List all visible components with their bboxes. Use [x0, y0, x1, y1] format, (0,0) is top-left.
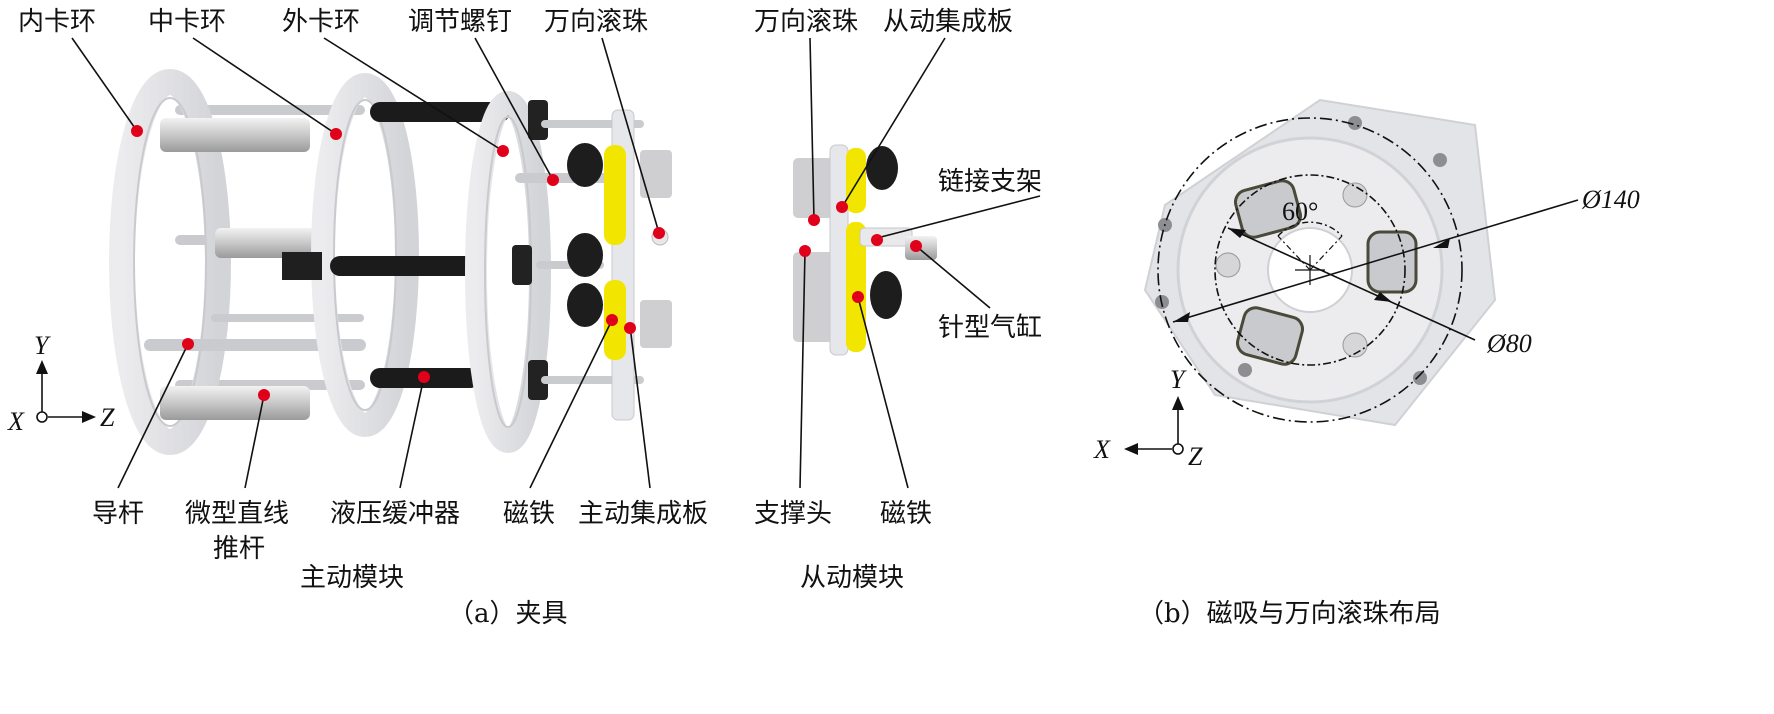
magnet-b-top: [846, 148, 866, 213]
label-magnet-a: 磁铁: [503, 499, 555, 529]
label-outer-ring: 外卡环: [282, 7, 360, 37]
label-angle: 60°: [1282, 197, 1318, 226]
knob-mid: [567, 233, 603, 277]
driven-module-illustration: [793, 144, 937, 356]
label-hydraulic-buffer: 液压缓冲器: [330, 499, 460, 529]
label-ball-a: 万向滚珠: [544, 7, 648, 37]
axis-a-y: Y: [34, 331, 51, 360]
d140-dimension-line: [1172, 199, 1579, 323]
label-d140: Ø140: [1581, 185, 1640, 214]
label-active-module: 主动模块: [300, 563, 404, 593]
inner-ring-shape: [109, 69, 231, 455]
linear-actuator-bottom: [160, 386, 310, 420]
axis-b-z: Z: [1188, 442, 1203, 471]
d80-circle: [1214, 174, 1406, 366]
axis-b-y: Y: [1170, 365, 1187, 394]
label-d80: Ø80: [1486, 329, 1532, 358]
outer-ring-shape: [465, 91, 551, 453]
label-middle-ring: 中卡环: [148, 7, 226, 37]
label-inner-ring: 内卡环: [18, 7, 96, 37]
active-module-illustration: [109, 69, 672, 455]
marker-linear-actuator: [258, 389, 270, 401]
marker-driven-board: [836, 201, 848, 213]
magnet-a-top: [604, 145, 626, 245]
marker-active-board: [624, 322, 636, 334]
marker-inner-ring: [131, 125, 143, 137]
knob-top: [567, 143, 603, 187]
axis-b-x: X: [1093, 435, 1111, 464]
label-driven-board: 从动集成板: [883, 7, 1013, 37]
label-active-board: 主动集成板: [578, 499, 708, 529]
marker-ball-a: [653, 227, 665, 239]
marker-adjust-screw: [547, 174, 559, 186]
label-linear-actuator-line2: 推杆: [213, 534, 265, 564]
marker-link-bracket: [871, 234, 883, 246]
markers: [131, 125, 922, 401]
axes-a: Y X Z: [7, 331, 115, 436]
marker-needle-cylinder: [910, 240, 922, 252]
layout-view-illustration: [1143, 98, 1579, 427]
axes-b: Y X Z: [1093, 365, 1203, 471]
marker-hydraulic-buffer: [418, 371, 430, 383]
caption-a: （a）夹具: [448, 599, 568, 629]
leader-lines: [71, 37, 1041, 489]
captions: （a）夹具 （b）磁吸与万向滚珠布局: [448, 599, 1441, 629]
d140-circle: [1157, 117, 1463, 423]
linear-actuator-mid: [215, 228, 325, 258]
marker-magnet-a: [606, 314, 618, 326]
label-support-head: 支撑头: [754, 499, 832, 529]
label-link-bracket: 链接支架: [938, 167, 1042, 197]
magnet-b-bottom: [846, 222, 866, 352]
middle-ring-shape: [311, 73, 419, 437]
axis-a-z: Z: [100, 403, 115, 432]
label-needle-cylinder: 针型气缸: [938, 313, 1042, 343]
marker-ball-b: [808, 214, 820, 226]
marker-guide-rod: [182, 338, 194, 350]
label-magnet-b: 磁铁: [880, 499, 932, 529]
marker-middle-ring: [330, 128, 342, 140]
d80-dimension-line: [1227, 227, 1476, 341]
part-labels: 内卡环 中卡环 外卡环 调节螺钉 万向滚珠 万向滚珠 从动集成板 链接支架 针型…: [18, 7, 1042, 593]
marker-outer-ring: [497, 145, 509, 157]
label-guide-rod: 导杆: [92, 499, 144, 529]
driven-board-shape: [829, 144, 849, 356]
dimension-labels: Ø140 Ø80 60°: [1282, 185, 1640, 358]
linear-actuator-top: [160, 118, 310, 152]
label-linear-actuator-line1: 微型直线: [185, 499, 289, 529]
caption-b: （b）磁吸与万向滚珠布局: [1138, 599, 1441, 629]
knob-bottom: [567, 283, 603, 327]
label-ball-b: 万向滚珠: [754, 7, 858, 37]
label-adjust-screw: 调节螺钉: [408, 7, 512, 37]
label-driven-module: 从动模块: [800, 563, 904, 593]
marker-support-head: [799, 245, 811, 257]
marker-magnet-b: [852, 291, 864, 303]
axis-a-x: X: [7, 407, 25, 436]
